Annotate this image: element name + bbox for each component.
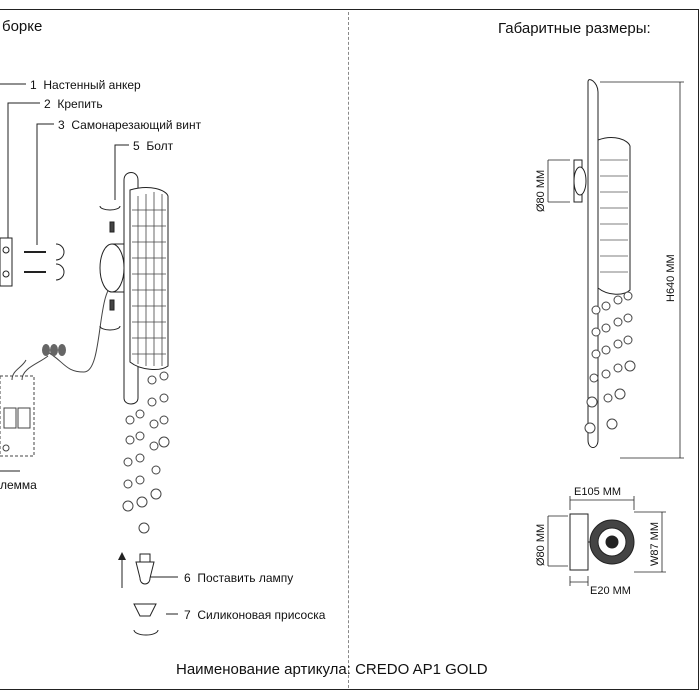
wire-connectors	[42, 344, 66, 356]
leader-2	[7, 102, 40, 238]
dimension-lines	[547, 81, 684, 586]
rotate-arrow-icon	[99, 205, 121, 211]
terminal-label: лемма	[0, 478, 37, 492]
wall-bracket	[0, 237, 13, 287]
page-frame	[0, 9, 699, 690]
side-view-mesh	[600, 159, 628, 273]
crystal-strands-left	[122, 371, 170, 534]
section-divider	[348, 12, 349, 688]
part-2-label: 2 Крепить	[44, 97, 103, 111]
part-1-label: 1 Настенный анкер	[30, 78, 141, 92]
wire	[43, 283, 117, 373]
part-3-label: 3 Самонарезающий винт	[58, 118, 202, 132]
suction-cup	[133, 603, 157, 617]
footer-article: Наименование артикула: CREDO AP1 GOLD	[176, 661, 488, 678]
assembly-title: борке	[2, 18, 43, 35]
dim-bottom: E20 MM	[590, 585, 631, 597]
side-view-crystals	[584, 291, 636, 434]
screws	[24, 243, 65, 281]
lamp-body-left	[123, 172, 169, 405]
leader-5	[114, 144, 129, 200]
part-6-label: 6 Поставить лампу	[184, 571, 294, 585]
rotate-arrow-icon	[99, 325, 121, 331]
dimensions-title: Габаритные размеры:	[498, 20, 651, 37]
part-5-label: 5 Болт	[133, 139, 174, 153]
leader-3	[36, 123, 54, 245]
rotate-arrow-icon	[55, 263, 65, 281]
canopy	[99, 221, 126, 311]
lamp-mesh-left	[132, 192, 166, 366]
rotate-arrow-icon	[133, 629, 159, 636]
top-view	[569, 513, 635, 571]
bulb-icon	[135, 553, 155, 585]
up-arrow-head	[118, 552, 126, 560]
part-7-label: 7 Силиконовая присоска	[184, 608, 326, 622]
terminal-block	[0, 355, 49, 457]
dim-width-top: E105 MM	[574, 486, 622, 498]
rotate-arrow-icon	[55, 243, 65, 261]
